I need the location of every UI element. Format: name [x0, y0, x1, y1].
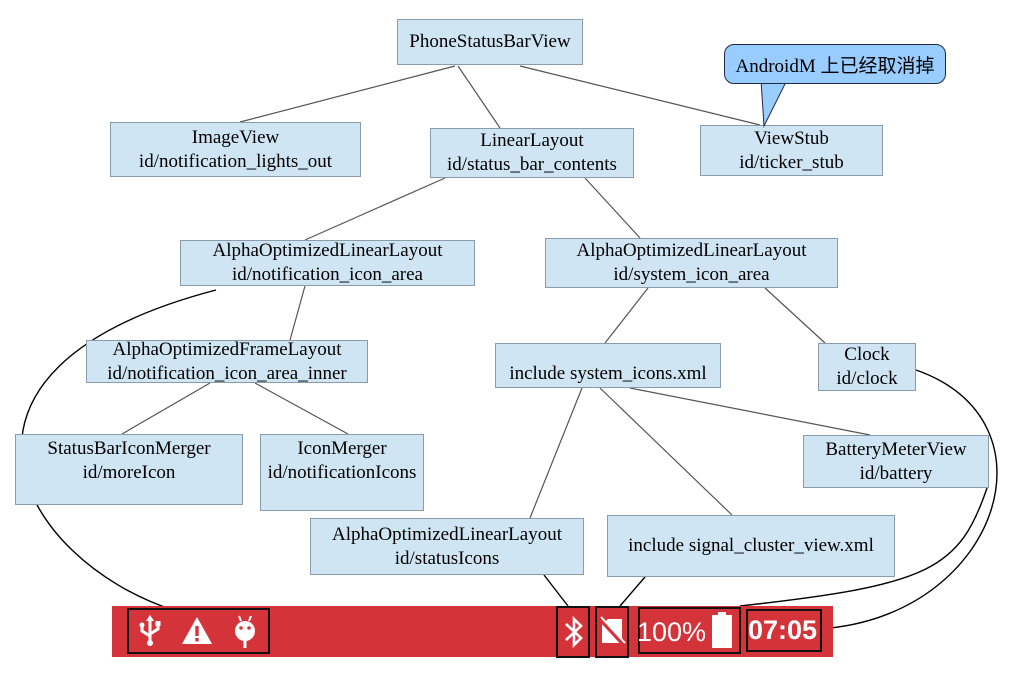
edge-notifarea-inner [289, 285, 306, 341]
node-system-icons-include: include system_icons.xml [495, 343, 721, 388]
edge-linear-notifarea [304, 177, 446, 241]
node-label: ImageView [191, 126, 280, 148]
edge-root-linearlayout [457, 65, 501, 129]
node-image-view: ImageView id/notification_lights_out [110, 122, 361, 177]
node-label: BatteryMeterView [825, 438, 967, 460]
no-sim-box [595, 606, 629, 658]
node-label: AlphaOptimizedFrameLayout [112, 338, 342, 360]
node-signal-cluster-include: include signal_cluster_view.xml [607, 515, 895, 577]
usb-icon [139, 615, 161, 646]
node-label: LinearLayout [480, 130, 584, 151]
callout-pointer [760, 80, 788, 128]
node-id: id/clock [836, 368, 898, 389]
node-label: AlphaOptimizedLinearLayout [331, 523, 563, 545]
node-id: id/moreIcon [82, 462, 176, 483]
node-system-icon-area: AlphaOptimizedLinearLayout id/system_ico… [545, 238, 838, 288]
node-label: IconMerger [297, 438, 387, 459]
edge-root-viewstub [519, 65, 761, 126]
node-id: id/notification_icon_area_inner [107, 362, 347, 384]
node-label: PhoneStatusBarView [409, 31, 571, 52]
node-id: id/battery [859, 462, 933, 484]
no-sim-icon [598, 616, 626, 647]
edge-inner-moreicon [121, 382, 211, 435]
curve-clock-to-time [829, 369, 998, 629]
clock-box [746, 609, 822, 652]
callout-text: AndroidM 上已经取消掉 [735, 55, 935, 77]
edge-include-statusicons [529, 387, 583, 519]
node-status-bar-icon-merger: StatusBarIconMerger id/moreIcon [15, 434, 243, 505]
battery-percent: 100% [637, 617, 707, 647]
node-label: AlphaOptimizedLinearLayout [212, 240, 443, 261]
node-id: id/notification_lights_out [138, 150, 333, 172]
edge-systemarea-include [604, 287, 649, 344]
node-view-stub: ViewStub id/ticker_stub [700, 125, 883, 176]
status-bar-time: 07:05 [748, 615, 818, 645]
edge-root-imageview [239, 65, 456, 123]
left-icons-box [127, 608, 270, 654]
node-label: Clock [844, 344, 890, 365]
node-label: include signal_cluster_view.xml [628, 535, 874, 556]
node-id: id/notificationIcons [267, 462, 417, 483]
pointer-statusicons-bluetooth [543, 574, 569, 607]
node-label: include system_icons.xml [509, 363, 707, 384]
pointer-signal-nosim [619, 576, 646, 607]
node-linear-layout: LinearLayout id/status_bar_contents [430, 128, 634, 178]
node-id: id/notification_icon_area [232, 264, 423, 285]
node-icon-merger: IconMerger id/notificationIcons [260, 434, 424, 511]
node-status-icons: AlphaOptimizedLinearLayout id/statusIcon… [310, 518, 584, 575]
node-notification-icon-area-inner: AlphaOptimizedFrameLayout id/notificatio… [86, 338, 368, 384]
battery-box [638, 607, 741, 654]
edge-inner-notificationicons [254, 382, 349, 435]
node-battery-meter-view: BatteryMeterView id/battery [803, 435, 989, 488]
curve-battery-to-percent [739, 484, 989, 607]
bluetooth-icon [565, 615, 583, 649]
edge-systemarea-clock [764, 287, 826, 344]
node-label: StatusBarIconMerger [47, 438, 211, 459]
android-debug-icon [235, 615, 255, 648]
node-id: id/ticker_stub [739, 151, 844, 173]
node-label: AlphaOptimizedLinearLayout [576, 240, 807, 261]
battery-icon [712, 612, 732, 648]
bluetooth-box [556, 606, 590, 658]
edge-linear-systemarea [584, 177, 641, 239]
node-phone-status-bar-view: PhoneStatusBarView [397, 19, 583, 65]
node-notification-icon-area: AlphaOptimizedLinearLayout id/notificati… [180, 240, 475, 286]
edge-include-signalcluster [599, 387, 733, 516]
warning-icon [182, 617, 212, 644]
callout-bubble: AndroidM 上已经取消掉 [724, 44, 946, 84]
node-id: id/system_icon_area [613, 264, 770, 285]
edge-include-battery [629, 387, 871, 436]
node-id: id/statusIcons [394, 547, 500, 569]
node-id: id/status_bar_contents [447, 154, 617, 175]
node-clock: Clock id/clock [818, 343, 916, 391]
node-label: ViewStub [754, 127, 829, 149]
